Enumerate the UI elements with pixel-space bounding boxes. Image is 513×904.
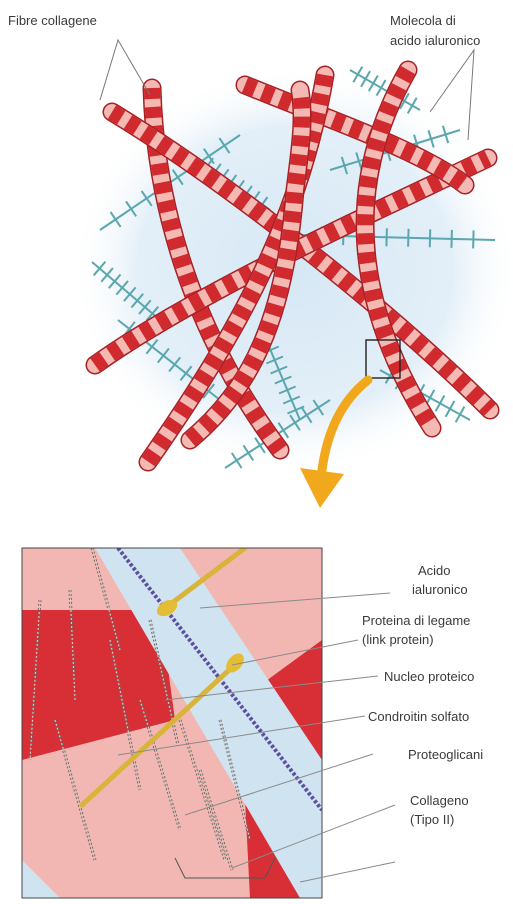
label-hyaluronic-acid-1: Acido (418, 563, 451, 578)
label-proteoglycans: Proteoglicani (408, 747, 483, 762)
label-collagen-1: Collageno (410, 793, 469, 808)
label-hyaluronic-acid-2: ialuronico (412, 582, 468, 597)
label-collagen-fibres: Fibre collagene (8, 13, 97, 28)
label-hyaluronic-molecule-2: acido ialuronico (390, 33, 480, 48)
label-chondroitin-sulfate: Condroitin solfato (368, 709, 469, 724)
label-hyaluronic-molecule-1: Molecola di (390, 13, 456, 28)
label-link-protein-1: Proteina di legame (362, 613, 470, 628)
label-core-protein: Nucleo proteico (384, 669, 474, 684)
label-collagen-2: (Tipo II) (410, 812, 454, 827)
label-link-protein-2: (link protein) (362, 632, 434, 647)
inset-magnified-view (22, 548, 322, 898)
